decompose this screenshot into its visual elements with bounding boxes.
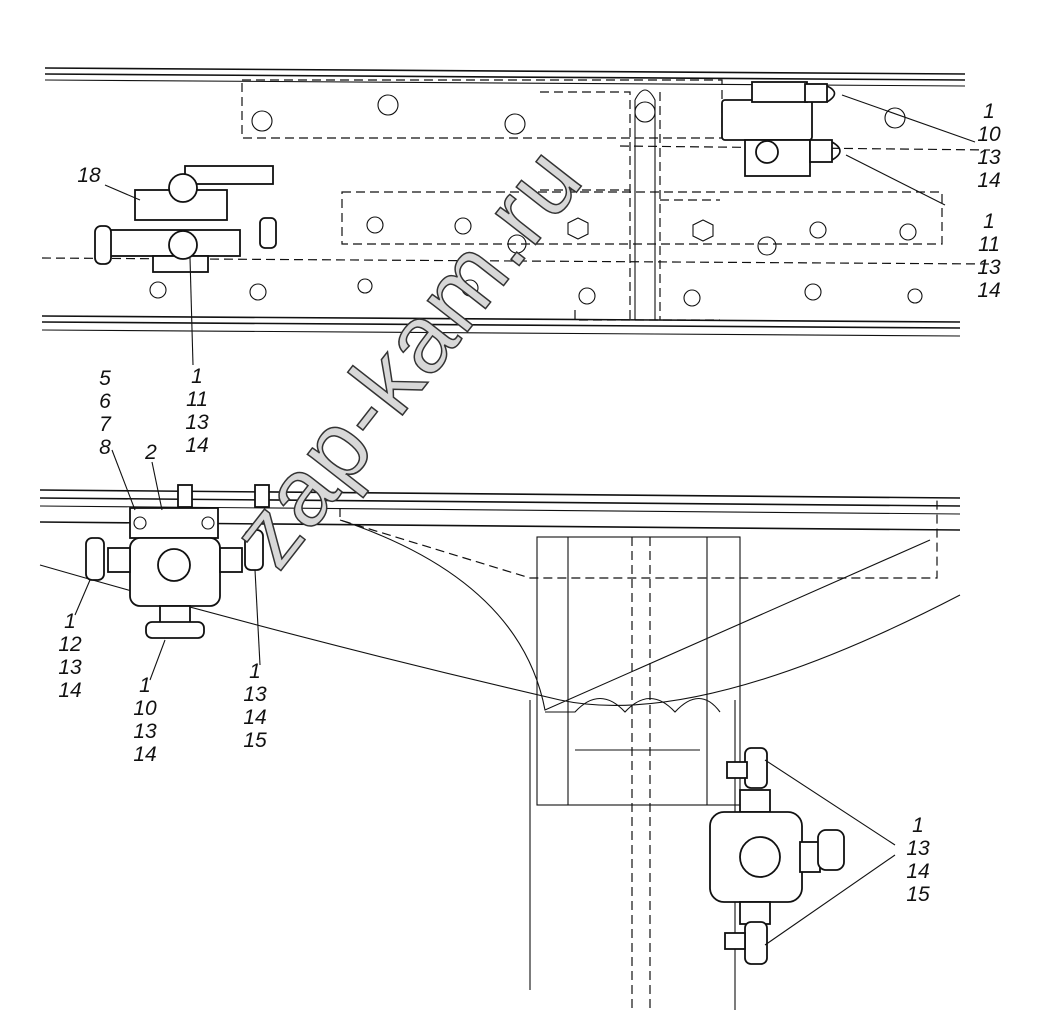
callout-number: 1 [191,365,203,388]
callout-number: 13 [977,146,1001,169]
valve-top-right [721,81,976,206]
callout-number: 11 [186,388,208,411]
callout-number: 1 [912,814,924,837]
callout-number: 14 [977,279,1001,302]
callout-number: 12 [58,633,82,656]
callout-number: 1 [983,210,995,233]
callout-number: 7 [99,413,111,436]
callout-lower-bottom-fitting: 1 10 13 14 [130,674,160,766]
callout-lower-right-fitting: 1 13 14 15 [240,660,270,752]
callout-number: 14 [133,743,157,766]
callout-number: 15 [906,883,930,906]
callout-number: 13 [133,720,157,743]
callout-lower-left-fitting: 1 12 13 14 [55,610,85,702]
callout-number: 10 [133,697,157,720]
callout-number: 13 [977,256,1001,279]
callout-number: 14 [185,434,209,457]
callout-number: 5 [99,367,111,390]
callout-number: 6 [99,390,111,413]
callout-number: 14 [977,169,1001,192]
valve-upper-left [94,165,277,366]
valve-bottom-right [709,747,896,965]
callout-number: 1 [64,610,76,633]
callout-top-right-a: 1 10 13 14 [974,100,1004,192]
callout-number: 13 [243,683,267,706]
callout-number: 1 [983,100,995,123]
callout-number: 1 [139,674,151,697]
callout-bracket: 2 [145,441,157,464]
callout-top-right-b: 1 11 13 14 [974,210,1004,302]
callout-bracket-fasteners: 5 6 7 8 [90,367,120,459]
callout-upper-left-valve: 1 11 13 14 [182,365,212,457]
callout-number: 13 [906,837,930,860]
callout-number: 14 [243,706,267,729]
callout-number: 1 [249,660,261,683]
callout-number: 13 [58,656,82,679]
callout-number: 14 [906,860,930,883]
callout-number: 10 [977,123,1001,146]
callout-18: 18 [77,164,101,187]
valve-lower-left [74,449,270,681]
callout-number: 14 [58,679,82,702]
callout-number: 13 [185,411,209,434]
rivet-holes [149,94,923,307]
callout-number: 11 [978,233,1000,256]
callout-number: 8 [99,436,111,459]
callout-bottom-right-valve: 1 13 14 15 [903,814,933,906]
callout-number: 15 [243,729,267,752]
